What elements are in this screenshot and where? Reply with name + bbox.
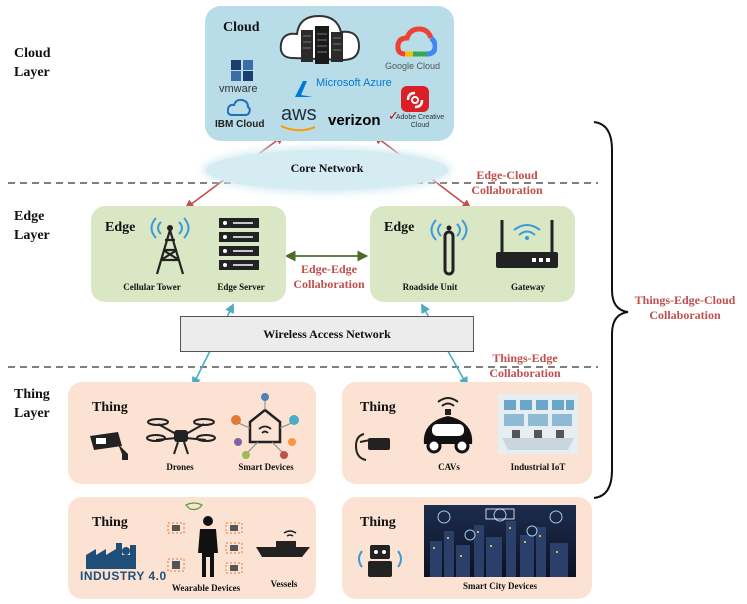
industry-4-logo: INDUSTRY 4.0 — [80, 569, 167, 583]
robot-icon — [358, 545, 402, 577]
cavs-caption: CAVs — [438, 462, 460, 472]
cctv-camera-icon — [90, 432, 128, 460]
cav-icon — [423, 397, 473, 454]
things-edge-cloud-collaboration-label: Things-Edge-Cloud Collaboration — [634, 293, 736, 322]
cloud-title: Cloud — [223, 20, 260, 35]
edge-edge-collaboration-label: Edge-Edge Collaboration — [293, 262, 365, 291]
gateway-caption: Gateway — [511, 282, 545, 292]
wireless-access-network: Wireless Access Network — [180, 316, 474, 352]
cloud-servers-icon — [279, 14, 361, 64]
smart-devices-icon — [231, 393, 299, 459]
gateway-icon — [496, 220, 558, 268]
aws-smile-icon — [280, 125, 316, 132]
ibm-cloud-logo-icon — [227, 98, 251, 116]
google-cloud-logo-icon — [395, 26, 437, 57]
verizon-logo: verizon — [328, 112, 381, 129]
drone-icon — [146, 418, 216, 455]
vr-headset-icon — [354, 433, 390, 461]
azure-logo: Microsoft Azure — [316, 77, 392, 89]
industrial-iot-caption: Industrial IoT — [510, 462, 566, 472]
wireless-access-network-label: Wireless Access Network — [263, 327, 391, 341]
things-edge-collaboration-label: Things-Edge Collaboration — [489, 351, 561, 380]
adobe-cc-logo: Adobe Creative Cloud — [395, 114, 445, 129]
smart-devices-caption: Smart Devices — [238, 462, 294, 472]
roadside-unit-caption: Roadside Unit — [402, 282, 458, 292]
edge-cloud-collaboration-label: Edge-Cloud Collaboration — [471, 168, 543, 197]
azure-logo-icon — [295, 81, 313, 97]
core-network: Core Network — [206, 150, 448, 190]
edge-left-title: Edge — [105, 220, 136, 235]
edge-right-title: Edge — [384, 220, 415, 235]
aws-logo: aws — [281, 103, 317, 125]
smart-city-image — [424, 505, 576, 577]
cellular-tower-caption: Cellular Tower — [123, 282, 181, 292]
wearable-devices-icon — [167, 502, 243, 577]
industrial-iot-icon — [498, 394, 578, 454]
roadside-unit-icon — [430, 219, 468, 276]
drones-caption: Drones — [166, 462, 194, 472]
thing-box-3-title: Thing — [92, 515, 128, 530]
thing-box-4-title: Thing — [360, 515, 396, 530]
edge-server-icon — [219, 218, 259, 270]
verizon-check-icon: ✓ — [388, 109, 399, 124]
edge-box-left: Edge Cellular Tower Edge Server — [91, 206, 286, 302]
edge-server-caption: Edge Server — [217, 282, 265, 292]
vmware-logo: vmware — [219, 83, 258, 95]
edge-box-right: Edge Roadside Unit Gateway — [370, 206, 575, 302]
thing-box-2: Thing CAVs Industrial IoT — [342, 382, 592, 484]
thing-box-1: Thing Drones Smart Devices — [68, 382, 316, 484]
edge-layer-label: Edge Layer — [14, 209, 50, 243]
smart-city-devices-caption: Smart City Devices — [463, 581, 537, 591]
core-network-label: Core Network — [290, 161, 364, 175]
google-cloud-logo: Google Cloud — [385, 61, 441, 71]
cloud-box: Cloud vmware Microsoft Azure Google Clou… — [205, 6, 454, 141]
wearable-devices-caption: Wearable Devices — [171, 583, 241, 593]
collaboration-brace — [593, 121, 629, 499]
vmware-logo-icon — [231, 60, 253, 81]
vessels-caption: Vessels — [270, 579, 298, 589]
ibm-cloud-logo: IBM Cloud — [215, 119, 265, 130]
thing-box-3: Thing INDUSTRY 4.0 Wearable Devices Vess… — [68, 497, 316, 599]
vessel-icon — [256, 530, 310, 557]
industry-factory-icon — [86, 543, 136, 569]
thing-layer-label: Thing Layer — [14, 387, 50, 421]
thing-box-4: Thing Smart City Devices — [342, 497, 592, 599]
cellular-tower-icon — [150, 217, 190, 275]
cloud-layer-label: Cloud Layer — [14, 46, 51, 80]
thing-box-1-title: Thing — [92, 400, 128, 415]
adobe-cc-logo-icon — [401, 86, 429, 112]
thing-box-2-title: Thing — [360, 400, 396, 415]
